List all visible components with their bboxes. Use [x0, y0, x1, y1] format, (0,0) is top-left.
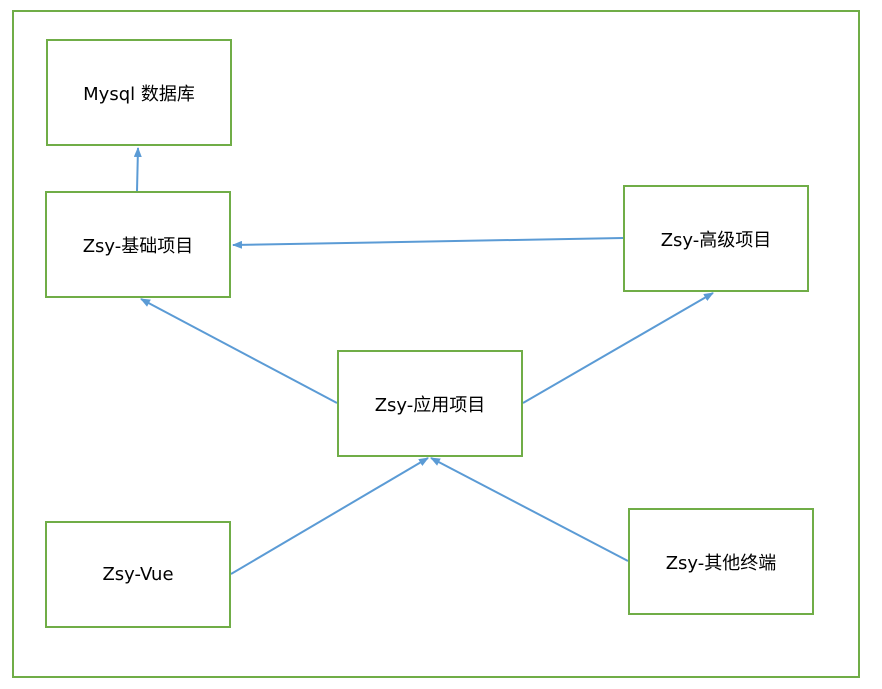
node-app-project: Zsy-应用项目	[337, 350, 523, 457]
node-other-terminals: Zsy-其他终端	[628, 508, 814, 615]
node-mysql-label: Mysql 数据库	[83, 83, 195, 105]
node-base-label: Zsy-基础项目	[82, 235, 194, 257]
node-other-label: Zsy-其他终端	[665, 552, 777, 574]
node-advanced-label: Zsy-高级项目	[660, 229, 772, 251]
node-mysql-database: Mysql 数据库	[46, 39, 232, 146]
node-advanced-project: Zsy-高级项目	[623, 185, 809, 292]
node-base-project: Zsy-基础项目	[45, 191, 231, 298]
node-vue-label: Zsy-Vue	[102, 564, 174, 585]
node-vue: Zsy-Vue	[45, 521, 231, 628]
diagram-frame	[12, 10, 860, 678]
node-app-label: Zsy-应用项目	[374, 394, 486, 416]
